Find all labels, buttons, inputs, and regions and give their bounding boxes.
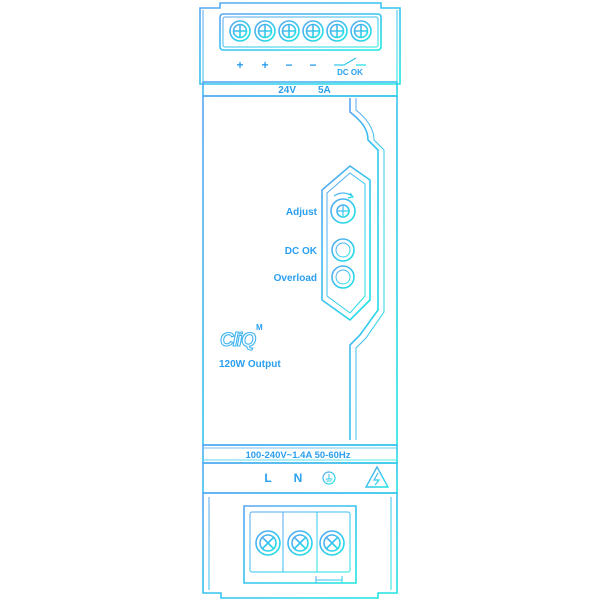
- terminal-mark-2: +: [261, 58, 268, 72]
- control-pod: [321, 164, 371, 322]
- overload-led: [331, 265, 355, 289]
- power-rating-label: 120W Output: [219, 359, 281, 370]
- output-current: 5A: [318, 85, 331, 96]
- terminal-mark-1: +: [236, 58, 243, 72]
- input-rating-label: 100-240V~1.4A 50-60Hz: [245, 450, 350, 461]
- terminal-label-l: L: [264, 471, 271, 485]
- front-panel-bevel: [349, 98, 379, 440]
- hazard-triangle-icon: [364, 465, 390, 488]
- adjust-label: Adjust: [286, 207, 318, 218]
- overload-label: Overload: [274, 273, 317, 284]
- dc-ok-terminal-label: DC OK: [337, 68, 363, 77]
- adjust-potentiometer[interactable]: [330, 198, 356, 224]
- brand-logo-superscript: M: [256, 323, 263, 332]
- terminal-mark-4: −: [309, 58, 316, 72]
- dc-ok-label: DC OK: [285, 246, 318, 257]
- adjust-arc-icon: [333, 192, 355, 199]
- terminal-mark-3: −: [285, 58, 292, 72]
- bottom-housing: [202, 492, 398, 599]
- output-screws: [229, 20, 372, 42]
- top-housing: [199, 2, 401, 85]
- main-body: [202, 95, 398, 446]
- terminal-label-n: N: [294, 471, 303, 485]
- dc-symbol-icon: [299, 85, 316, 91]
- output-voltage: 24V: [278, 85, 296, 96]
- dc-ok-led: [331, 238, 355, 262]
- output-terminal-block: [219, 13, 382, 51]
- input-terminal-block: [243, 505, 357, 584]
- input-screws: [255, 530, 345, 556]
- ground-icon: [322, 471, 336, 485]
- brand-logo: CliQ: [220, 330, 256, 351]
- relay-switch-icon: [334, 57, 366, 66]
